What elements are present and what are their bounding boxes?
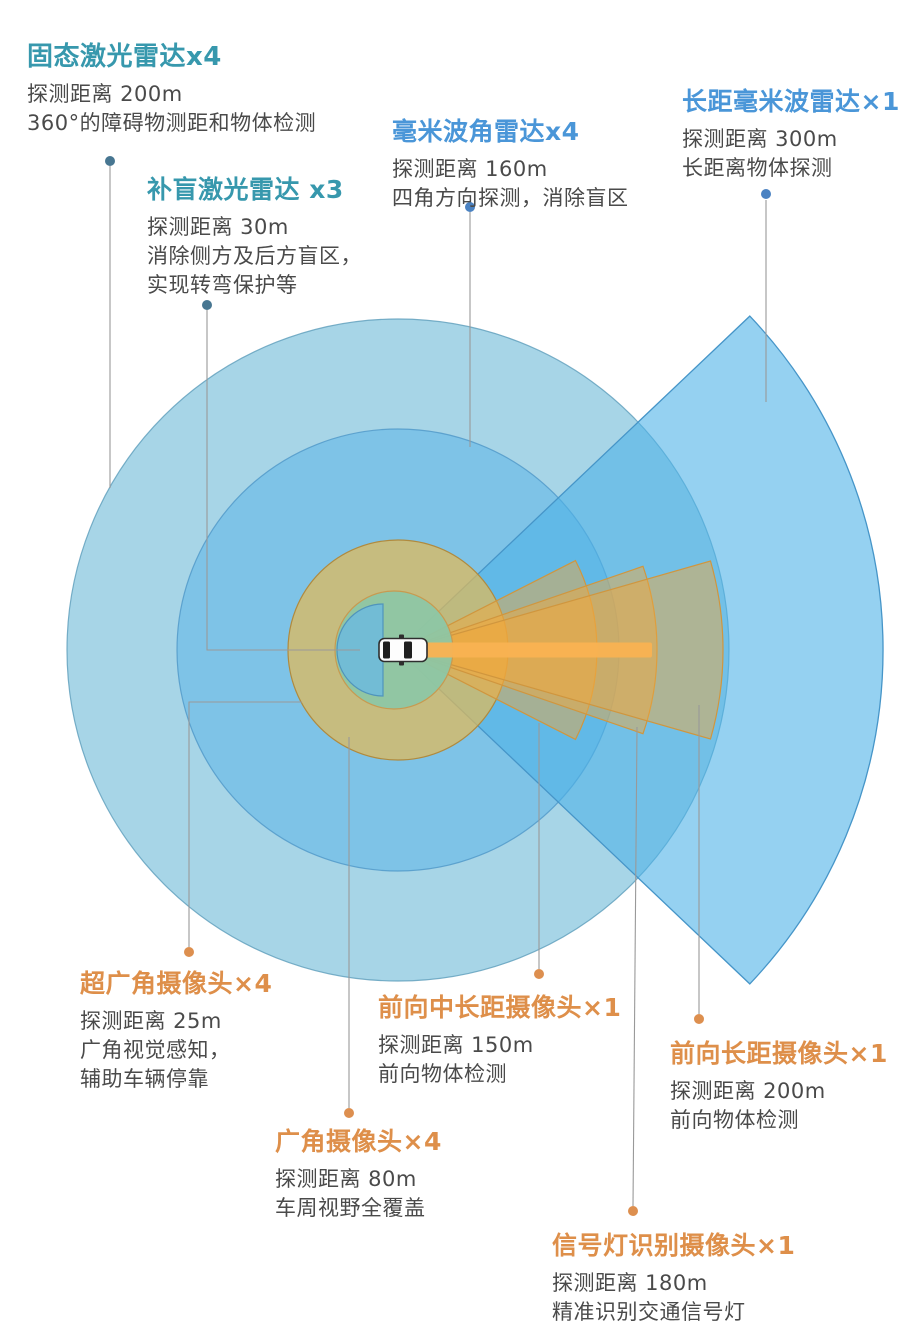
dot-solid-lidar [105, 156, 115, 166]
sensor-range: 探测距离 30m [147, 215, 289, 239]
sensor-range: 探测距离 180m [552, 1271, 708, 1295]
dot-wide-cam [344, 1108, 354, 1118]
sensor-title: 前向中长距摄像头×1 [378, 993, 622, 1022]
vehicle-icon [378, 634, 428, 666]
sensor-title: 固态激光雷达x4 [27, 42, 222, 72]
sensor-range: 探测距离 80m [275, 1167, 417, 1191]
sensor-title: 超广角摄像头×4 [80, 969, 273, 998]
sensor-desc: 实现转弯保护等 [147, 273, 298, 297]
sensor-desc: 辅助车辆停靠 [80, 1067, 209, 1091]
sensor-desc: 精准识别交通信号灯 [552, 1300, 746, 1324]
leader-lines [109, 166, 767, 1207]
sensor-title: 补盲激光雷达 x3 [147, 175, 344, 204]
sensor-desc: 前向物体检测 [670, 1108, 799, 1132]
dot-blindspot-lidar [202, 300, 212, 310]
sensor-range: 探测距离 200m [27, 82, 183, 106]
sensor-desc: 消除侧方及后方盲区， [147, 244, 362, 268]
sensor-title: 前向长距摄像头×1 [670, 1039, 888, 1068]
sensor-range: 探测距离 25m [80, 1009, 222, 1033]
leader-ultrawide-cam [188, 701, 302, 947]
dot-long-radar [761, 189, 771, 199]
dot-ultrawide-cam [184, 947, 194, 957]
sensor-title: 长距毫米波雷达×1 [682, 87, 900, 116]
sensor-label-signal-camera: 信号灯识别摄像头×1 探测距离 180m 精准识别交通信号灯 [552, 1226, 795, 1327]
leader-dots [105, 156, 771, 1216]
sensor-desc: 四角方向探测，消除盲区 [392, 186, 629, 210]
sensor-label-front-midlong-camera: 前向中长距摄像头×1 探测距离 150m 前向物体检测 [378, 988, 621, 1089]
forward-beam [424, 642, 652, 658]
dot-front-midlong-cam [534, 969, 544, 979]
sensor-desc: 长距离物体探测 [682, 156, 833, 180]
sensor-range: 探测距离 150m [378, 1033, 534, 1057]
sensor-label-ultrawide-camera: 超广角摄像头×4 探测距离 25m 广角视觉感知， 辅助车辆停靠 [80, 964, 272, 1094]
sensor-title: 信号灯识别摄像头×1 [552, 1231, 796, 1260]
leader-blindspot-lidar [206, 310, 360, 651]
sensor-label-long-radar: 长距毫米波雷达×1 探测距离 300m 长距离物体探测 [682, 82, 900, 183]
sensor-label-corner-radar: 毫米波角雷达x4 探测距离 160m 四角方向探测，消除盲区 [392, 112, 629, 213]
sensor-desc: 车周视野全覆盖 [275, 1196, 426, 1220]
sensor-title: 毫米波角雷达x4 [392, 117, 580, 146]
sensor-label-solid-lidar: 固态激光雷达x4 探测距离 200m 360°的障碍物测距和物体检测 [27, 36, 316, 138]
sensor-range: 探测距离 300m [682, 127, 838, 151]
sensor-range: 探测距离 200m [670, 1079, 826, 1103]
sensor-title: 广角摄像头×4 [275, 1127, 442, 1156]
sensor-label-wide-camera: 广角摄像头×4 探测距离 80m 车周视野全覆盖 [275, 1122, 442, 1223]
leader-signal-cam [632, 726, 638, 1207]
dot-signal-cam [628, 1206, 638, 1216]
sensor-label-blindspot-lidar: 补盲激光雷达 x3 探测距离 30m 消除侧方及后方盲区， 实现转弯保护等 [147, 170, 362, 300]
dot-front-long-cam [694, 1014, 704, 1024]
sensor-desc: 前向物体检测 [378, 1062, 507, 1086]
sensor-desc: 广角视觉感知， [80, 1038, 231, 1062]
sensor-label-front-long-camera: 前向长距摄像头×1 探测距离 200m 前向物体检测 [670, 1034, 888, 1135]
sensor-desc: 360°的障碍物测距和物体检测 [27, 111, 317, 135]
sensor-range: 探测距离 160m [392, 157, 548, 181]
dot-corner-radar [465, 202, 475, 212]
